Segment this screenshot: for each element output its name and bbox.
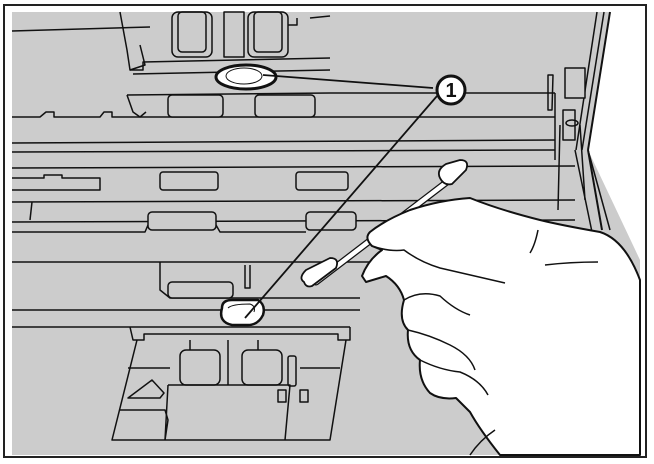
callout-label: 1 bbox=[445, 80, 456, 102]
upper-roller-assembly bbox=[11, 11, 576, 233]
callout-1: 1 bbox=[435, 74, 467, 106]
side-mechanism bbox=[547, 67, 586, 211]
callout-leaders bbox=[244, 74, 438, 319]
hand bbox=[361, 197, 641, 456]
lower-roller-assembly bbox=[12, 261, 370, 441]
